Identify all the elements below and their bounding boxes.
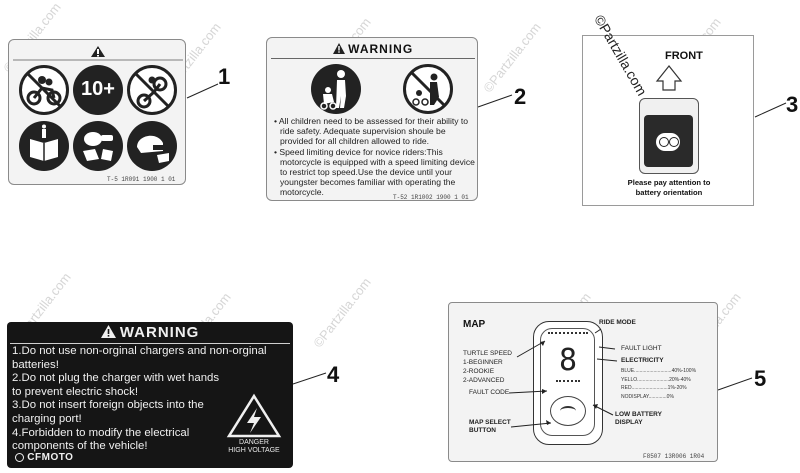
label-2-header: WARNING xyxy=(267,42,479,57)
label-4-item-2: 2.Do not plug the charger with wet hands… xyxy=(12,372,220,398)
label-3-battery-orientation: FRONT Please pay attention to battery or… xyxy=(582,12,754,206)
electricity-label: ELECTRICITY xyxy=(621,357,664,364)
low-battery-display-label: LOW BATTERY DISPLAY xyxy=(615,411,662,426)
warning-triangle-icon xyxy=(13,46,183,61)
age-10-plus-icon: 10+ xyxy=(73,65,123,115)
turtle-speed-modes: TURTLE SPEED 1-BEGINNER 2-ROOKIE 2-ADVAN… xyxy=(463,350,513,384)
callout-5: 5 xyxy=(754,366,767,391)
fault-code-label: FAULT CODE xyxy=(469,389,510,396)
cfmoto-brand: CFMOTO xyxy=(15,452,73,463)
up-arrow-icon xyxy=(655,65,683,91)
label-4-list: 1.Do not use non-orginal chargers and no… xyxy=(12,345,267,454)
label-1-part-code: T-5 1R091 1900 1 01 xyxy=(107,176,176,183)
label-3-heading: FRONT xyxy=(665,50,703,62)
label-3-note: Please pay attention to battery orientat… xyxy=(627,178,711,197)
label-4-header: WARNING xyxy=(7,324,293,342)
label-2-children-warning: WARNING • All children need to be assess… xyxy=(266,37,478,201)
label-4-item-3: 3.Do not insert foreign objects into the… xyxy=(12,399,204,425)
divider xyxy=(10,343,290,344)
adult-supervision-icon xyxy=(311,64,361,114)
callout-2: 2 xyxy=(514,84,527,109)
label-2-bullet-1: • All children need to be assessed for t… xyxy=(274,116,469,147)
cfmoto-logo-icon xyxy=(15,452,24,462)
no-passenger-icon xyxy=(19,65,69,115)
display-graphic: 8 xyxy=(533,321,603,445)
label-5-part-code: F8507 13R006 1R04 xyxy=(643,453,705,460)
protective-gear-icon xyxy=(73,121,123,171)
label-2-heading: WARNING xyxy=(348,42,414,56)
electricity-levels: BLUE...........................40%-100% … xyxy=(621,368,697,400)
callout-1: 1 xyxy=(218,64,231,89)
map-pointer-lines xyxy=(508,328,618,428)
fault-light-label: FAULT LIGHT xyxy=(621,345,662,352)
high-voltage-icon xyxy=(226,393,282,438)
danger-high-voltage-text: DANGER HIGH VOLTAGE xyxy=(228,439,280,454)
read-manual-icon xyxy=(19,121,69,171)
label-2-part-code: T-52 1R1002 1900 1 01 xyxy=(393,194,469,201)
helmet-gloves-icon xyxy=(127,121,177,171)
divider xyxy=(271,58,475,59)
label-2-text: • All children need to be assessed for t… xyxy=(273,116,475,198)
label-5-display-map: MAP 8 RIDE MODE FAULT LIGHT ELECTRICITY … xyxy=(448,302,718,462)
warning-triangle-icon xyxy=(332,42,345,57)
no-wheelie-icon xyxy=(127,65,177,115)
label-4-charger-warning: WARNING 1.Do not use non-orginal charger… xyxy=(7,322,293,468)
map-title: MAP xyxy=(463,319,486,330)
label-4-item-4: 4.Forbidden to modify the electrical com… xyxy=(12,426,190,453)
speed-digit: 8 xyxy=(558,343,578,378)
label-4-item-1: 1.Do not use non-orginal chargers and no… xyxy=(12,345,267,371)
label-1-pictograms: 10+ T-5 1R091 1900 1 01 xyxy=(8,39,186,185)
warning-triangle-icon xyxy=(100,324,116,342)
callout-3: 3 xyxy=(786,92,799,117)
callout-4: 4 xyxy=(327,362,340,387)
battery-icon xyxy=(639,98,699,174)
map-select-button-label: MAP SELECT BUTTON xyxy=(469,419,511,434)
label-2-bullet-2: • Speed limiting device for novice rider… xyxy=(274,146,475,198)
ride-mode-label: RIDE MODE xyxy=(599,319,636,326)
label-4-heading: WARNING xyxy=(119,324,200,341)
no-unsupervised-riding-icon xyxy=(403,64,453,114)
